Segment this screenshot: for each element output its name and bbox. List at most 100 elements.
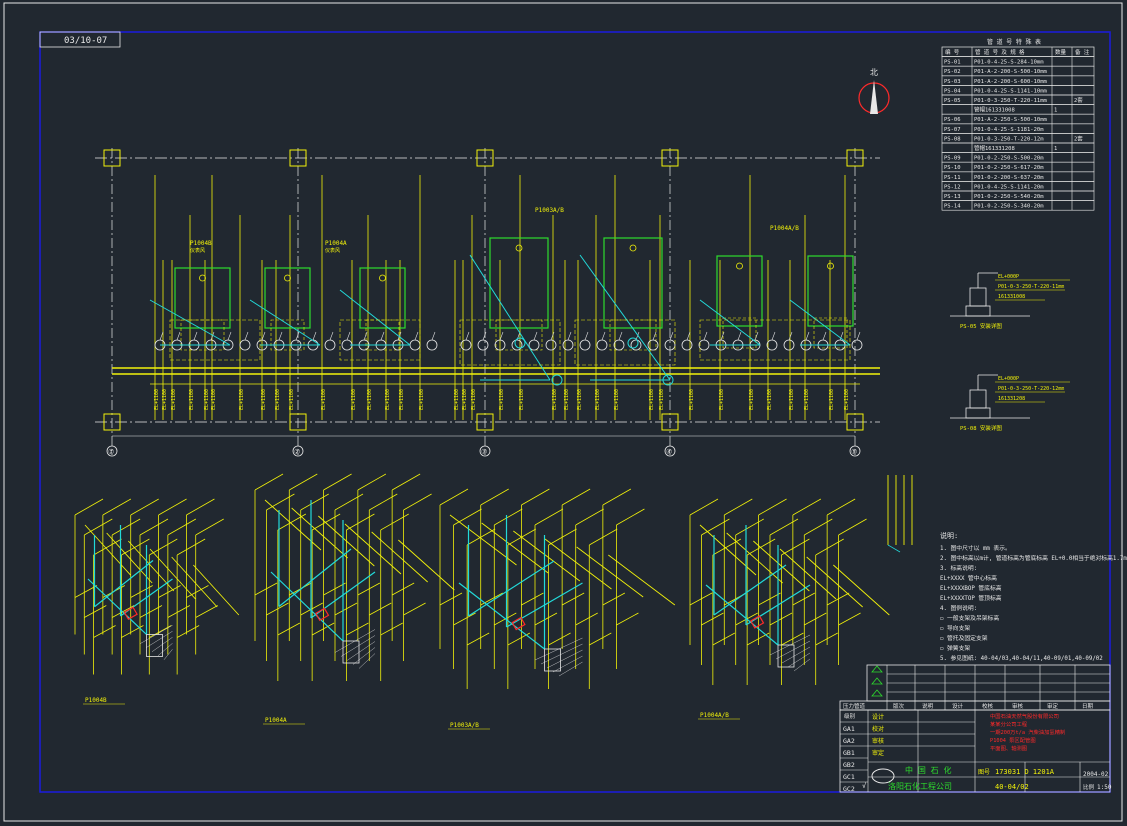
- iso-cyan-pipe: [713, 564, 787, 616]
- pressure-class: GC2: [843, 785, 855, 793]
- valve-stem: [567, 331, 572, 341]
- iso-run: [616, 508, 645, 526]
- iso-run: [466, 528, 496, 546]
- grid-bubble: [664, 445, 676, 457]
- detail-support: [969, 287, 987, 307]
- valve-stem: [346, 331, 351, 341]
- scale-label: 比例: [1083, 783, 1095, 791]
- table-cell: PS-12: [944, 184, 961, 190]
- iso-run: [453, 508, 482, 526]
- general-notes: 说明:1. 图中尺寸以 mm 表示。2. 图中标高以m计, 管道标高为管底标高 …: [940, 531, 1127, 662]
- riser-label: EL+1100: [614, 389, 620, 410]
- valve-stem: [210, 331, 215, 341]
- pressure-class: GA1: [843, 725, 855, 733]
- iso-run: [724, 498, 753, 516]
- leader-line: [540, 643, 583, 665]
- riser-label: EL+1100: [275, 389, 281, 410]
- grid-label: ②: [294, 448, 300, 456]
- title-block: 压力管道版次说明设计校核审核审定日期级别GA1GA2GB1GB2GC1GC2√设…: [839, 664, 1112, 793]
- scale: 1:50: [1097, 784, 1112, 791]
- grid-bubble: [106, 445, 118, 457]
- valve-stem: [397, 331, 402, 341]
- valve-stem: [737, 331, 742, 341]
- table-cell: P01-0-4-25-S-1141-20m: [974, 184, 1044, 190]
- riser-label: EL+1100: [385, 389, 391, 410]
- iso-run: [323, 582, 346, 596]
- valve-symbol: [596, 339, 608, 351]
- iso-run: [838, 612, 861, 626]
- leader-line: [334, 629, 376, 653]
- table-cell: PS-11: [944, 175, 961, 181]
- pump-box: [264, 267, 311, 329]
- riser-label: EL+1100: [239, 389, 245, 410]
- valve-stem: [431, 331, 436, 341]
- pump-base: [813, 317, 848, 349]
- iso-run: [357, 473, 387, 491]
- iso-run: [746, 538, 776, 556]
- iso-diagonal: [171, 556, 218, 608]
- foundation-outline: [574, 319, 676, 366]
- iso-run: [130, 498, 159, 516]
- iso-diagonal: [84, 524, 131, 576]
- detail-title: PS-08 安装详图: [960, 424, 1002, 432]
- valve-stem: [788, 331, 793, 341]
- note-line: ▭ 导向支架: [940, 624, 970, 632]
- detail-note: P01-0-3-250-T-220-11mm: [998, 284, 1064, 290]
- table-row: [941, 142, 1095, 153]
- detail-base: [965, 407, 991, 419]
- table-cell: P01-0-4-25-S-1141-10mm: [974, 88, 1048, 94]
- isometric-block: P1003A/B: [439, 488, 676, 730]
- iso-pump-symbol: [749, 615, 765, 629]
- pump-box: [174, 267, 231, 329]
- iso-run: [311, 622, 335, 636]
- riser-label: EL+1100: [367, 389, 373, 410]
- table-cell: PS-09: [944, 156, 961, 162]
- iso-run: [838, 518, 867, 536]
- valve-symbol: [647, 339, 659, 351]
- table-cell: P01-0-3-250-T-220-11mm: [974, 98, 1048, 104]
- iso-run: [93, 538, 122, 556]
- iso-run: [266, 493, 295, 511]
- grid-label: ③: [481, 448, 487, 456]
- table-cell: PS-05: [944, 98, 961, 104]
- iso-run: [149, 538, 178, 556]
- pump-nozzle: [629, 244, 637, 252]
- iso-run: [195, 605, 218, 618]
- valve-stem: [295, 331, 300, 341]
- iso-cyan-pipe: [705, 584, 779, 646]
- iso-run: [689, 498, 719, 516]
- riser-label: EL+1100: [321, 389, 327, 410]
- valve-stem: [703, 331, 708, 341]
- valve-symbol: [562, 339, 574, 351]
- riser-label: EL+1100: [659, 389, 665, 410]
- table-cell: 1: [1054, 146, 1057, 152]
- iso-run: [589, 632, 612, 646]
- column-bottom: [476, 413, 494, 431]
- valve-stem: [278, 331, 283, 341]
- iso-run: [111, 518, 141, 536]
- valve-stem: [754, 331, 759, 341]
- valve-symbol: [239, 339, 251, 351]
- valve-stem: [584, 331, 589, 341]
- iso-label: P1004A/B: [700, 712, 729, 719]
- iso-diagonal: [779, 548, 837, 600]
- iso-run: [311, 513, 341, 531]
- iso-diagonal: [833, 564, 890, 616]
- valve-stem: [499, 331, 504, 341]
- instrument-bubble: [551, 374, 563, 386]
- iso-run: [602, 488, 632, 506]
- detail-base: [965, 305, 991, 317]
- iso-run: [561, 592, 585, 606]
- equipment-tag: P1004B: [190, 240, 212, 247]
- detail-support: [969, 389, 987, 409]
- valve-symbol: [545, 339, 557, 351]
- pump-box: [716, 255, 763, 327]
- project-line: 某某分公司工程: [990, 720, 1028, 728]
- iso-run: [701, 518, 730, 536]
- iso-run: [804, 612, 827, 626]
- iso-run: [815, 538, 844, 556]
- role-label: 设计: [872, 713, 884, 721]
- date: 2004-02: [1083, 771, 1109, 778]
- notes-title: 说明:: [940, 531, 958, 540]
- iso-diagonal: [264, 499, 322, 551]
